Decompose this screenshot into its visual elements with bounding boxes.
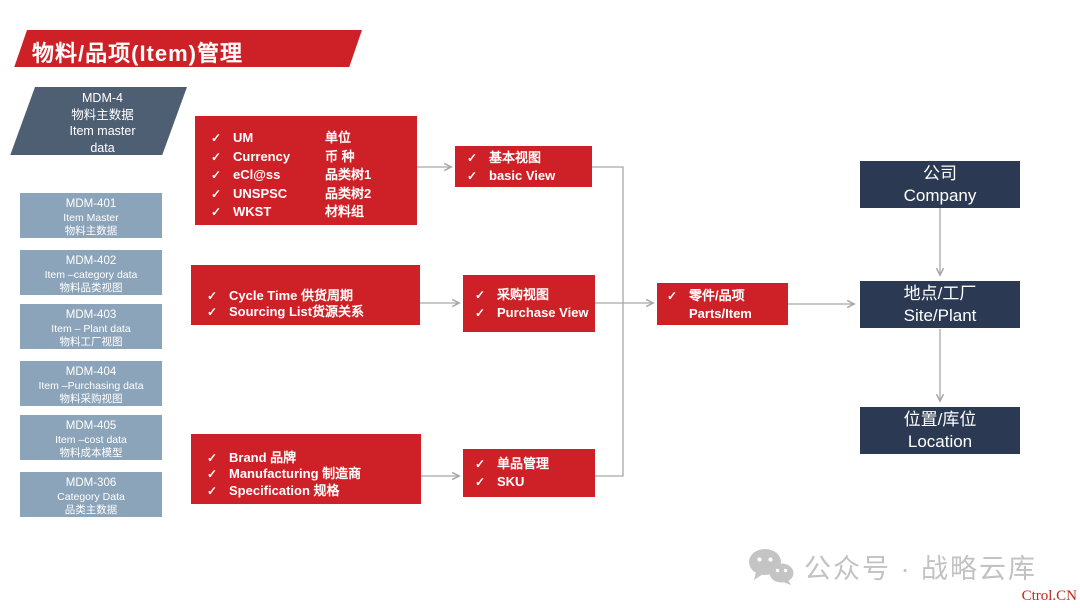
footer-brand: Ctrol.CN	[1021, 588, 1077, 604]
parts-line: ✓ 零件/品项	[667, 287, 745, 303]
parts-item-box: ✓ 零件/品项 Parts/Item	[657, 283, 788, 325]
mdm-box-402: MDM-402 Item –category data 物料品类视图	[20, 250, 162, 295]
view-line: ✓ 基本视图	[467, 149, 542, 165]
view-line: ✓ 采购视图	[475, 286, 550, 302]
mdm-zh: 品类主数据	[64, 504, 118, 516]
mdm-code: MDM-404	[65, 366, 117, 378]
check-icon: ✓	[207, 305, 218, 319]
checklist-item: ✓ UNSPSC 品类树2	[211, 185, 417, 204]
hierarchy-zh: 公司	[923, 164, 957, 183]
mdm-en: Item –cost data	[55, 433, 127, 446]
mdm-code: MDM-403	[65, 309, 117, 321]
mdm-code: MDM-306	[65, 477, 117, 489]
mdm-zh: 物料品类视图	[59, 282, 123, 294]
mdm-code: MDM-401	[65, 198, 117, 210]
check-icon: ✓	[211, 205, 222, 219]
mdm4-line: Item master	[69, 124, 136, 138]
hierarchy-en: Site/Plant	[903, 306, 977, 325]
check-icon: ✓	[475, 305, 486, 320]
view-box-basic: ✓ 基本视图 ✓ basic View	[455, 146, 592, 187]
checklist-item: ✓ Brand 品牌	[207, 449, 297, 465]
check-icon: ✓	[467, 150, 478, 165]
mdm-en: Item Master	[63, 211, 119, 224]
checklist-item: ✓ Specification 规格	[207, 482, 340, 498]
mdm-zh: 物料成本模型	[59, 447, 123, 459]
hierarchy-box-location: 位置/库位 Location	[860, 407, 1020, 454]
view-line: ✓ Purchase View	[475, 304, 589, 320]
check-icon: ✓	[207, 467, 218, 481]
wechat-icon	[749, 548, 794, 585]
watermark: 公众号 · 战略云库	[748, 547, 1037, 586]
mdm4-label: MDM-4 物料主数据 Item master data	[15, 90, 190, 156]
checklist-item: ✓ Currency 币 种	[211, 148, 417, 167]
check-icon: ✓	[207, 450, 218, 465]
hierarchy-box-site-plant: 地点/工厂 Site/Plant	[860, 281, 1020, 328]
attributes-box-sku: ✓ Brand 品牌 ✓ Manufacturing 制造商 ✓ Specifi…	[191, 434, 421, 504]
mdm-code: MDM-402	[65, 255, 117, 267]
attributes-box-basic-data: ✓ UM 单位 ✓ Currency 币 种 ✓ eCl@ss 品类树1 ✓ U…	[195, 116, 417, 225]
view-line: ✓ basic View	[467, 167, 556, 183]
parts-line: Parts/Item	[689, 305, 752, 321]
watermark-text: 公众号 · 战略云库	[804, 554, 1037, 584]
check-icon: ✓	[211, 131, 222, 145]
mdm4-line: data	[90, 140, 115, 155]
page-title: 物料/品项(Item)管理	[32, 41, 244, 66]
mdm-box-401: MDM-401 Item Master 物料主数据	[20, 193, 162, 238]
check-icon: ✓	[467, 168, 478, 183]
view-line: ✓ SKU	[475, 474, 525, 489]
mdm-zh: 物料主数据	[64, 225, 118, 237]
checklist-item: ✓ WKST 材料组	[211, 203, 417, 222]
mdm-zh: 物料采购视图	[59, 393, 123, 405]
mdm-zh: 物料工厂视图	[59, 336, 123, 348]
mdm4-line: 物料主数据	[71, 107, 134, 122]
mdm-en: Item –Purchasing data	[38, 379, 144, 392]
check-icon: ✓	[475, 457, 486, 471]
check-icon: ✓	[211, 186, 222, 201]
check-icon: ✓	[211, 149, 222, 164]
mdm-en: Item – Plant data	[51, 322, 131, 335]
checklist-item: ✓ Sourcing List货源关系	[207, 304, 365, 319]
check-icon: ✓	[207, 483, 218, 498]
mdm-en: Item –category data	[44, 268, 138, 281]
mdm-code: MDM-405	[65, 420, 117, 432]
mdm-box-404: MDM-404 Item –Purchasing data 物料采购视图	[20, 361, 162, 406]
view-line: ✓ 单品管理	[475, 456, 550, 471]
mdm4-line: MDM-4	[82, 91, 123, 105]
mdm-box-306: MDM-306 Category Data 品类主数据	[20, 472, 162, 517]
checklist-item: ✓ Cycle Time 供货周期	[207, 288, 354, 303]
view-box-sku: ✓ 单品管理 ✓ SKU	[463, 449, 595, 497]
check-icon: ✓	[475, 287, 486, 302]
checklist-item: ✓ eCl@ss 品类树1	[211, 166, 417, 185]
check-icon: ✓	[667, 288, 678, 303]
hierarchy-en: Location	[907, 432, 973, 451]
hierarchy-zh: 位置/库位	[903, 410, 977, 429]
mdm-en: Category Data	[57, 490, 125, 503]
check-icon: ✓	[475, 475, 486, 489]
check-icon: ✓	[211, 168, 222, 182]
check-icon: ✓	[207, 289, 218, 303]
checklist-item: ✓ UM 单位	[211, 129, 417, 148]
checklist-item: ✓ Manufacturing 制造商	[207, 466, 362, 481]
hierarchy-zh: 地点/工厂	[903, 284, 977, 303]
mdm-box-403: MDM-403 Item – Plant data 物料工厂视图	[20, 304, 162, 349]
mdm-box-405: MDM-405 Item –cost data 物料成本模型	[20, 415, 162, 460]
attributes-box-sourcing: ✓ Cycle Time 供货周期 ✓ Sourcing List货源关系	[191, 265, 420, 325]
hierarchy-box-company: 公司 Company	[860, 161, 1020, 208]
hierarchy-en: Company	[903, 186, 977, 205]
view-box-purchase: ✓ 采购视图 ✓ Purchase View	[463, 275, 595, 332]
